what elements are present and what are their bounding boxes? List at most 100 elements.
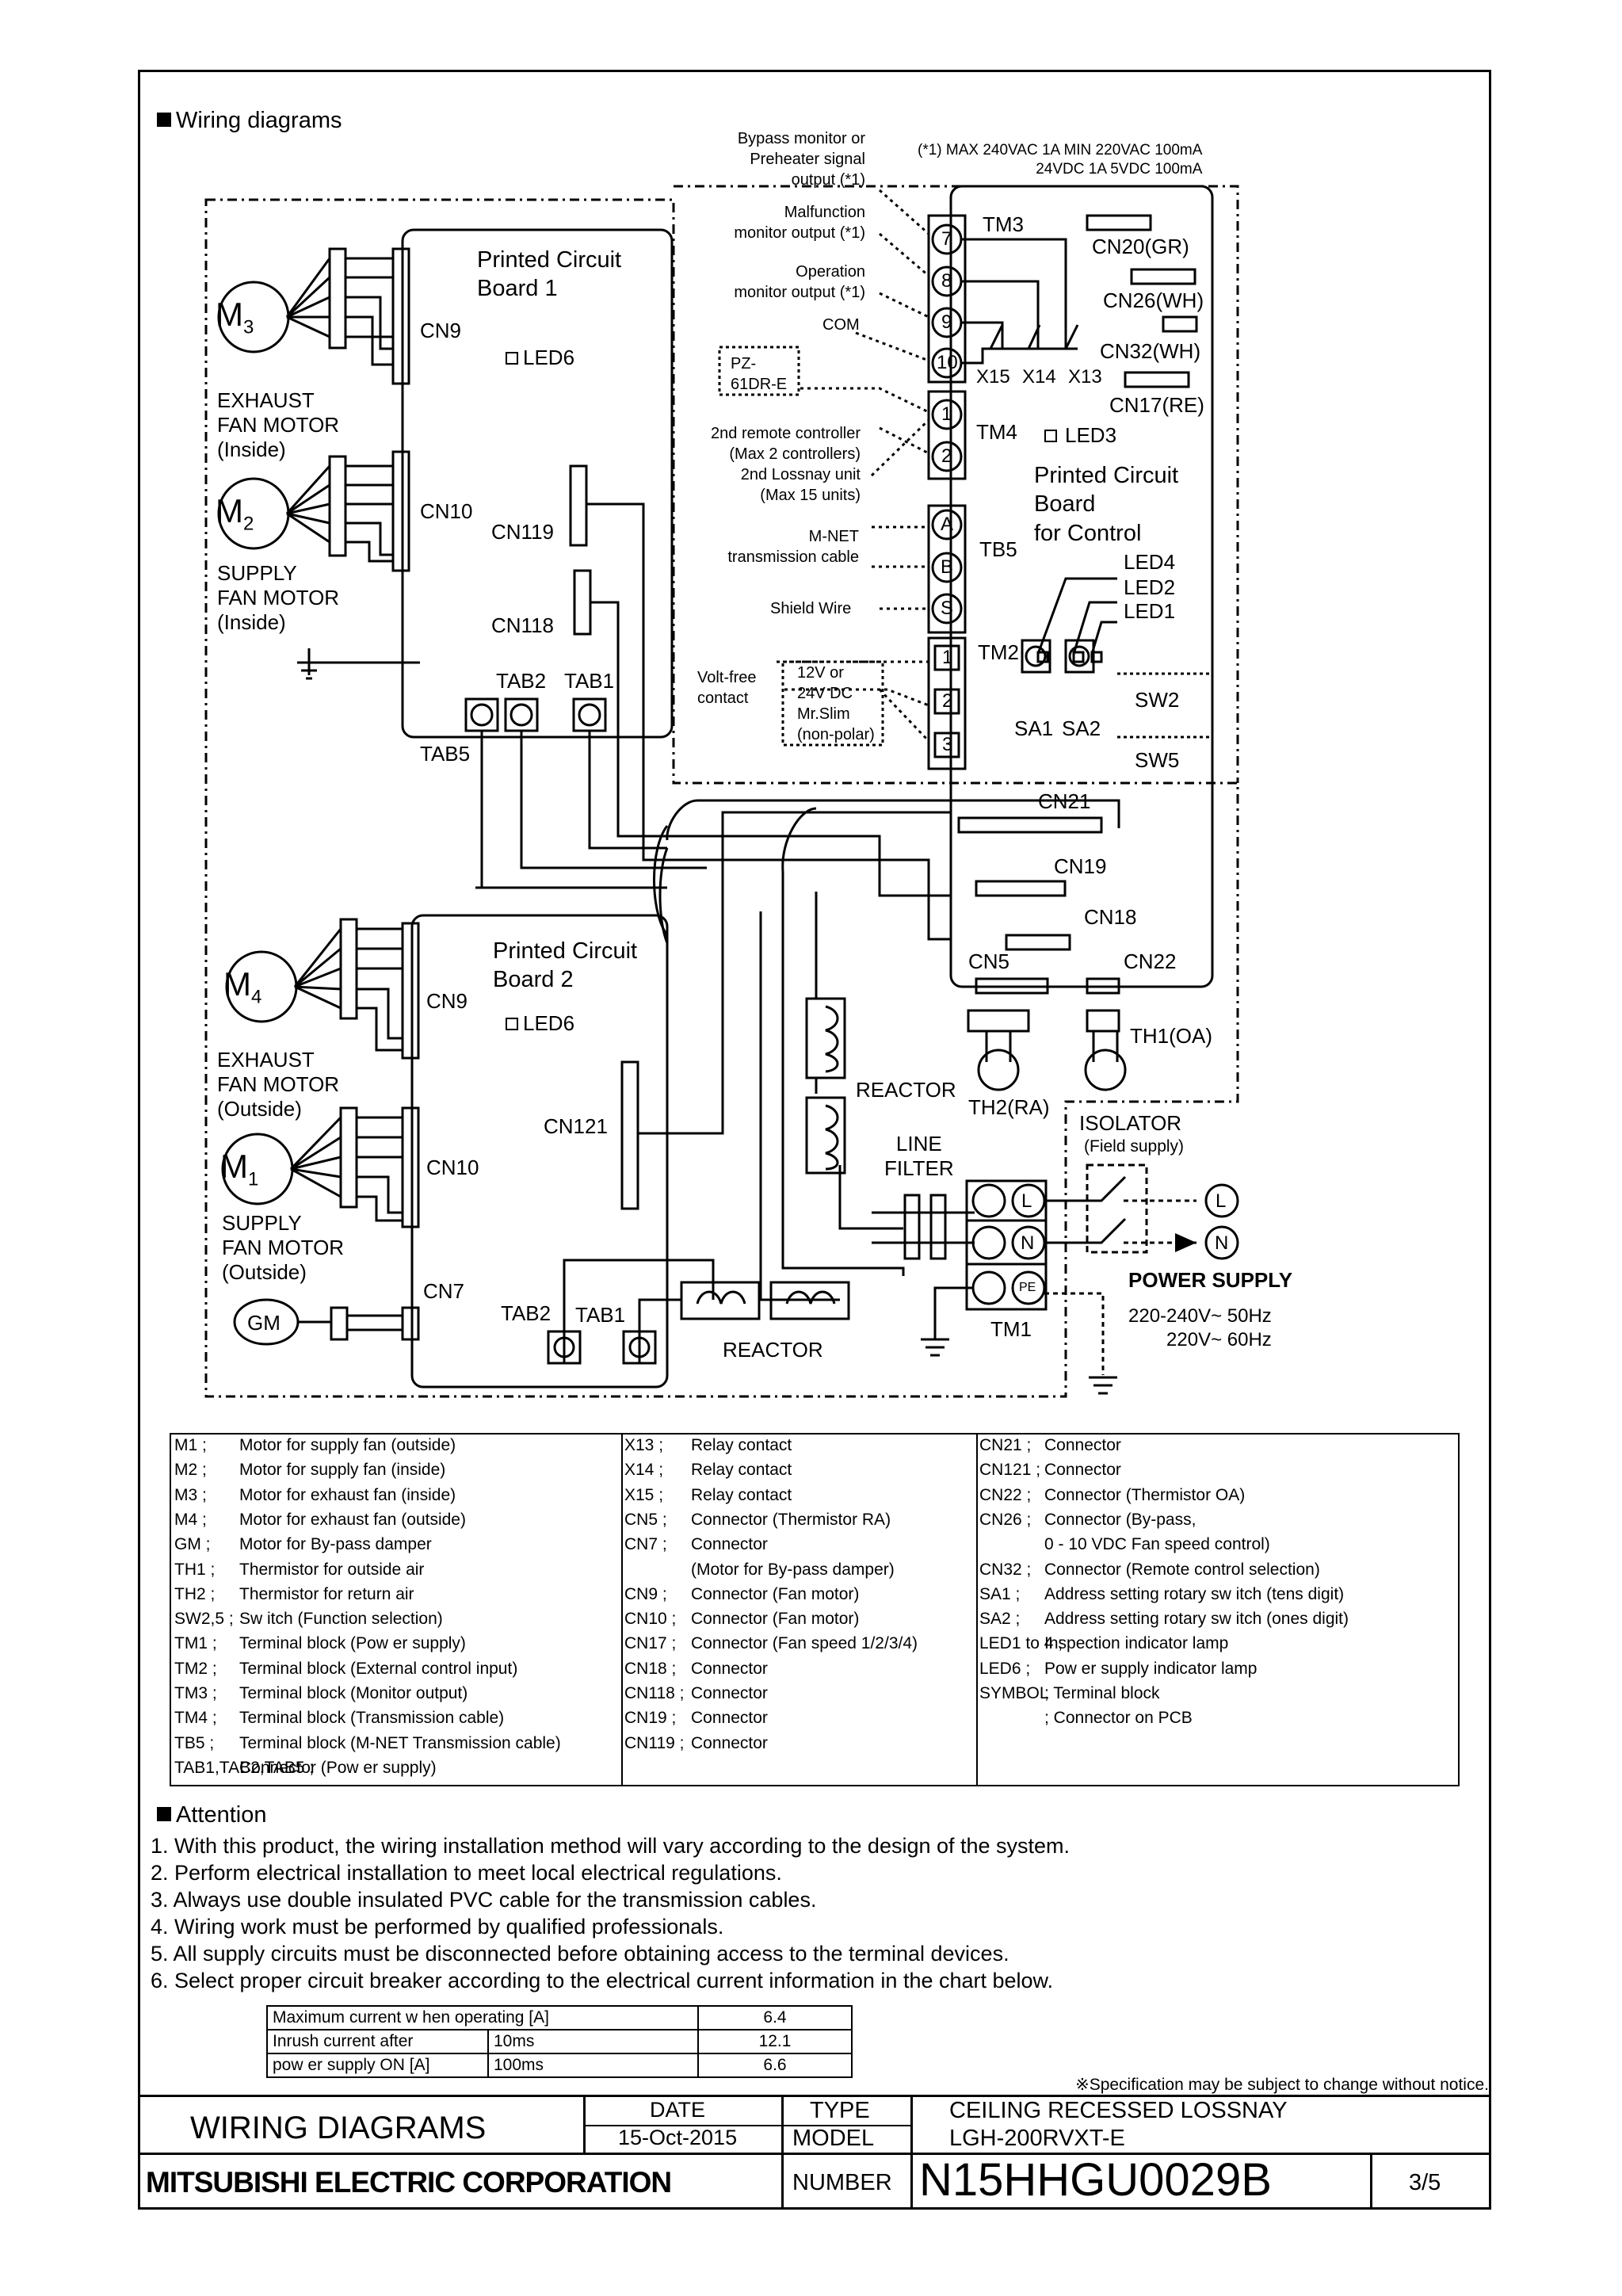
legend-description: Inspection indicator lamp xyxy=(1044,1634,1229,1653)
cn32-label: CN32(WH) xyxy=(1100,339,1201,363)
control-pcb-outline xyxy=(949,185,1214,988)
legend-description: Connector (Thermistor OA) xyxy=(1044,1485,1246,1504)
attention-item: 5. All supply circuits must be disconnec… xyxy=(151,1942,1009,1966)
tm2-terminal-2: 2 xyxy=(942,690,953,712)
motor-gm-label: GM xyxy=(247,1311,281,1335)
sw2-label: SW2 xyxy=(1135,688,1180,712)
legend-key: CN118 ; xyxy=(624,1684,685,1702)
pcb2-cn10-label: CN10 xyxy=(426,1156,479,1179)
cn9-label: CN9 xyxy=(420,319,462,342)
legend-key: CN121 ; xyxy=(979,1461,1041,1480)
legend-key: CN32 ; xyxy=(979,1560,1032,1579)
legend-description: Connector xyxy=(691,1733,768,1752)
legend-row: CN119 ; Connector xyxy=(624,1734,768,1753)
current-table-cell: Maximum current w hen operating [A] xyxy=(266,2005,699,2030)
attention-item: 6. Select proper circuit breaker accordi… xyxy=(151,1969,1054,1992)
legend-description: Address setting rotary sw itch (tens dig… xyxy=(1044,1584,1345,1603)
current-table-cell: 10ms xyxy=(487,2029,699,2054)
motor-m2-label: M2 xyxy=(216,492,254,535)
tb5-block xyxy=(927,504,967,634)
legend-description: Motor for exhaust fan (outside) xyxy=(239,1510,466,1529)
attention-item: 4. Wiring work must be performed by qual… xyxy=(151,1915,724,1939)
legend-row: (Motor for By-pass damper) xyxy=(624,1561,895,1580)
legend-description: Motor for supply fan (outside) xyxy=(239,1436,456,1454)
pcb1-tab1-label: TAB1 xyxy=(564,669,615,693)
legend-row: CN7 ; Connector xyxy=(624,1535,768,1554)
terminal-7: 7 xyxy=(941,228,952,250)
legend-description: Motor for exhaust fan (inside) xyxy=(239,1485,456,1504)
number-label: NUMBER xyxy=(792,2170,892,2195)
cn5-label: CN5 xyxy=(968,949,1010,973)
legend-description: ; Terminal block xyxy=(1044,1684,1160,1702)
legend-key: SYMBOL xyxy=(979,1684,1049,1702)
legend-row: M3 ;Motor for exhaust fan (inside) xyxy=(174,1486,456,1505)
tm2-label: TM2 xyxy=(978,640,1019,664)
spec-notice: ※Specification may be subject to change … xyxy=(1075,2076,1489,2094)
page-frame xyxy=(138,70,1491,2210)
tm4-label: TM4 xyxy=(976,420,1017,444)
legend-description: Connector xyxy=(691,1535,768,1554)
tb5-terminal-b: B xyxy=(941,556,954,578)
legend-description: Terminal block (Monitor output) xyxy=(239,1684,468,1702)
legend-description: Relay contact xyxy=(691,1436,792,1454)
terminal-10: 10 xyxy=(937,352,958,373)
reactor-horizontal-1 xyxy=(680,1281,761,1320)
legend-key: CN119 ; xyxy=(624,1733,685,1752)
cn7-label: CN7 xyxy=(423,1279,465,1303)
led4-label: LED4 xyxy=(1124,550,1176,574)
legend-key: CN22 ; xyxy=(979,1485,1032,1504)
legend-key: CN19 ; xyxy=(624,1709,677,1728)
legend-row: TH1 ;Thermistor for outside air xyxy=(174,1561,424,1580)
pcb2-led6: LED6 xyxy=(506,1013,574,1033)
reactor-horizontal-2 xyxy=(769,1281,850,1320)
led2-label: LED2 xyxy=(1124,575,1176,599)
legend-description: Sw itch (Function selection) xyxy=(239,1610,443,1629)
tm2-terminal-3: 3 xyxy=(942,734,953,755)
legend-key: CN7 ; xyxy=(624,1535,667,1554)
legend-key: TM4 ; xyxy=(174,1709,217,1728)
legend-row: CN10 ;Connector (Fan motor) xyxy=(624,1610,859,1629)
legend-row: GM ;Motor for By-pass damper xyxy=(174,1535,432,1554)
legend-row: CN118 ;Connector xyxy=(624,1684,768,1703)
th2-label: TH2(RA) xyxy=(968,1095,1050,1119)
tm1-block xyxy=(965,1179,1048,1311)
led3-label: LED3 xyxy=(1044,425,1116,445)
remote-controller-label: 2nd remote controller(Max 2 controllers)… xyxy=(711,425,861,504)
sa2-label: SA2 xyxy=(1062,716,1101,740)
legend-row: SW2,5 ;Sw itch (Function selection) xyxy=(174,1610,443,1629)
square-bullet-icon xyxy=(157,113,171,127)
cn21-label: CN21 xyxy=(1038,789,1091,813)
legend-description: 0 - 10 VDC Fan speed control) xyxy=(1044,1535,1270,1554)
legend-description: Connector (Fan motor) xyxy=(691,1610,860,1629)
attention-item: 1. With this product, the wiring install… xyxy=(151,1834,1071,1858)
legend-box xyxy=(170,1433,1460,1786)
legend-row: LED1 to 4 ;Inspection indicator lamp xyxy=(979,1634,1228,1653)
legend-row: M2 ;Motor for supply fan (inside) xyxy=(174,1461,445,1480)
legend-description: Terminal block (M-NET Transmission cable… xyxy=(239,1733,561,1752)
legend-row: CN9 ;Connector (Fan motor) xyxy=(624,1585,859,1604)
legend-description: Connector (Thermistor RA) xyxy=(691,1510,891,1529)
legend-row: CN22 ; Connector (Thermistor OA) xyxy=(979,1486,1245,1505)
attention-heading: Attention xyxy=(157,1804,266,1827)
section-title: Wiring diagrams xyxy=(176,108,342,133)
current-table-cell: 6.6 xyxy=(697,2053,853,2078)
legend-row: TM2 ;Terminal block (External control in… xyxy=(174,1660,517,1679)
legend-row: CN121 ;Connector xyxy=(979,1461,1121,1480)
legend-description: Thermistor for return air xyxy=(239,1584,414,1603)
pcb1-led6: LED6 xyxy=(506,347,574,368)
control-box-outline xyxy=(674,185,1239,783)
tm1-terminal-pe: PE xyxy=(1019,1281,1036,1294)
legend-key: TH1 ; xyxy=(174,1560,216,1579)
legend-key: X14 ; xyxy=(624,1461,664,1480)
legend-description: Terminal block (Pow er supply) xyxy=(239,1634,466,1653)
pcb1-tab2-label: TAB2 xyxy=(496,669,547,693)
x13-label: X13 xyxy=(1068,366,1102,388)
